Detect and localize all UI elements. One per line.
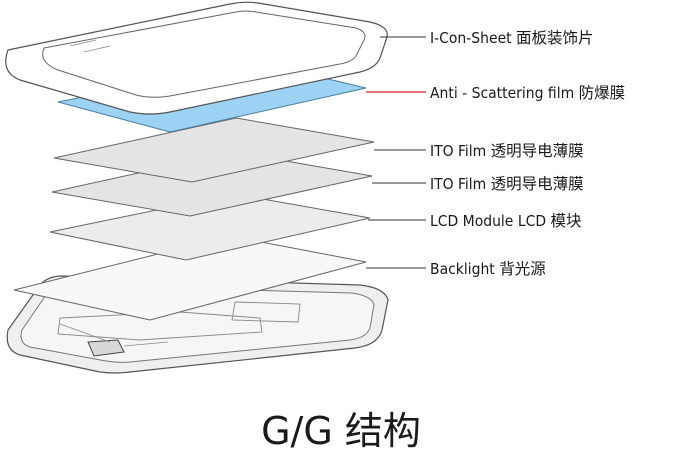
leader-lines xyxy=(366,36,426,269)
label-ito-film-1: ITO Film 透明导电薄膜 xyxy=(430,142,584,160)
label-i-con-sheet: I-Con-Sheet 面板装饰片 xyxy=(430,29,594,47)
i-con-sheet xyxy=(5,1,388,115)
label-backlight: Backlight 背光源 xyxy=(430,260,546,278)
label-lcd-module: LCD Module LCD 模块 xyxy=(430,212,582,230)
label-ito-film-2: ITO Film 透明导电薄膜 xyxy=(430,175,584,193)
label-anti-scattering-film: Anti - Scattering film 防爆膜 xyxy=(430,83,625,102)
ito-film-sheet-1 xyxy=(53,117,375,183)
diagram-title: G/G 结构 xyxy=(261,409,421,453)
